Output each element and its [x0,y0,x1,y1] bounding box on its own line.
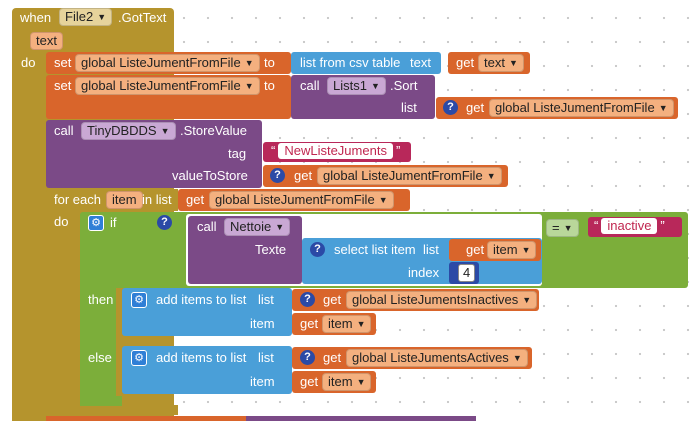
to-label: to [264,55,275,70]
chevron-down-icon: ▼ [356,377,366,387]
list-arg-label: list [258,292,274,307]
chevron-down-icon: ▼ [378,195,388,205]
value-to-store-label: valueToStore [172,168,248,183]
call-label: call [197,219,217,234]
get-label: get [300,374,319,389]
then-label: then [88,292,114,307]
get-variable-dropdown[interactable]: global ListeJumentFromFile▼ [489,99,674,117]
get-variable-dropdown[interactable]: global ListeJumentsInactives▼ [346,291,538,309]
sort-method: .Sort [390,78,418,93]
else-label: else [88,350,112,365]
call-label: call [54,123,74,138]
get-item-dropdown[interactable]: item▼ [487,241,537,259]
get-text-dropdown[interactable]: text▼ [478,54,524,72]
get-label: get [466,100,485,115]
select-list-item-label: select list item [334,242,416,257]
to-label: to [264,78,275,93]
csv-text-arg: text [410,55,431,70]
gear-icon[interactable]: ⚙ [88,215,104,231]
lists-component-dropdown[interactable]: Lists1▼ [327,77,386,95]
texte-label: Texte [255,242,287,257]
item-arg-label: item [250,374,275,389]
if-block-bottom [80,396,122,406]
chevron-down-icon: ▼ [563,223,573,233]
do-label: do [54,214,69,229]
get-variable-dropdown[interactable]: global ListeJumentFromFile▼ [209,191,394,209]
get-item-dropdown[interactable]: item▼ [322,315,372,333]
in-list-label: in list [142,192,172,207]
help-icon[interactable]: ? [300,350,315,365]
else-add-items-block[interactable] [122,346,292,394]
chevron-down-icon: ▼ [275,222,285,232]
chevron-down-icon: ▼ [522,295,532,305]
next-block-cutoff[interactable] [46,416,246,421]
help-icon[interactable]: ? [270,168,285,183]
do-label: do [21,55,36,70]
get-label: get [294,168,313,183]
for-each-label: for each [54,192,101,207]
chevron-down-icon: ▼ [356,319,366,329]
if-block-spine [80,212,116,406]
chevron-down-icon: ▼ [508,58,518,68]
component-dropdown[interactable]: File2▼ [59,8,113,26]
list-arg-label: list [401,100,417,115]
chevron-down-icon: ▼ [97,12,107,22]
tag-string-block[interactable]: “NewListeJuments” [263,142,411,162]
loop-variable[interactable]: item [106,191,143,209]
event-block-spine [12,60,46,421]
get-label: get [323,350,342,365]
add-items-label: add items to list [156,292,247,307]
item-arg-label: item [250,316,275,331]
get-label: get [456,55,475,70]
help-icon[interactable]: ? [300,292,315,307]
csv-table-label: list from csv table [300,55,401,70]
get-label: get [186,192,205,207]
when-label: when [20,10,52,25]
store-value-method: .StoreValue [180,123,247,138]
next-block-cutoff-2[interactable] [246,416,476,421]
chevron-down-icon: ▼ [244,58,254,68]
chevron-down-icon: ▼ [486,171,496,181]
add-items-label: add items to list [156,350,247,365]
compare-string-block[interactable]: “inactive” [588,217,682,237]
variable-dropdown[interactable]: global ListeJumentFromFile▼ [75,54,260,72]
get-label: get [323,292,342,307]
help-icon[interactable]: ? [157,215,172,230]
if-label: if [110,215,117,230]
get-label: get [466,242,485,257]
chevron-down-icon: ▼ [370,81,380,91]
gear-icon[interactable]: ⚙ [131,350,147,366]
for-each-bottom [46,405,178,415]
chevron-down-icon: ▼ [521,245,531,255]
call-label: call [300,78,320,93]
index-value[interactable]: 4 [458,264,476,282]
chevron-down-icon: ▼ [244,81,254,91]
tag-label: tag [228,146,247,161]
tinydb-component-dropdown[interactable]: TinyDBDDS▼ [81,122,176,140]
get-item-dropdown[interactable]: item▼ [322,373,372,391]
get-variable-dropdown[interactable]: global ListeJumentFromFile▼ [317,167,502,185]
help-icon[interactable]: ? [443,100,458,115]
procedure-dropdown[interactable]: Nettoie▼ [224,218,291,236]
list-arg-label: list [258,350,274,365]
chevron-down-icon: ▼ [658,103,668,113]
for-each-spine [46,205,78,411]
event-name: .GotText [118,10,167,25]
get-label: get [300,316,319,331]
set-label: set [54,55,72,70]
gear-icon[interactable]: ⚙ [131,292,147,308]
get-variable-dropdown[interactable]: global ListeJumentsActives▼ [346,349,528,367]
list-arg-label: list [423,242,439,257]
chevron-down-icon: ▼ [512,353,522,363]
compare-operator-dropdown[interactable]: =▼ [546,219,579,237]
set-label: set [54,78,72,93]
then-add-items-block[interactable] [122,288,292,336]
help-icon[interactable]: ? [310,242,325,257]
index-label: index [408,265,440,280]
event-param[interactable]: text [30,32,63,50]
csv-table-block[interactable] [291,52,441,74]
chevron-down-icon: ▼ [160,126,170,136]
variable-dropdown[interactable]: global ListeJumentFromFile▼ [75,77,260,95]
